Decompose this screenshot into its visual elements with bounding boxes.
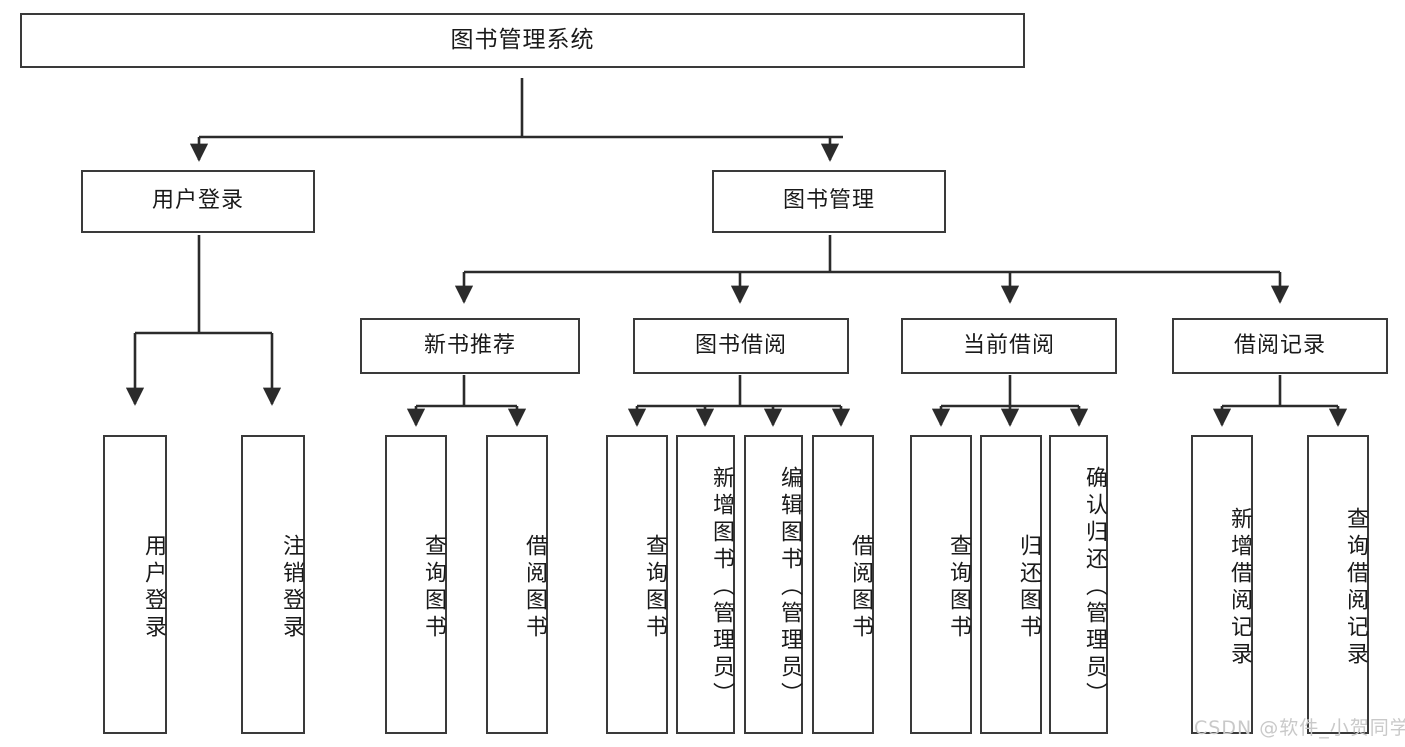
leaf-user-login-login[interactable]: 用户登录 bbox=[103, 435, 167, 734]
node-label: 图书借阅 bbox=[694, 332, 787, 358]
leaf-user-login-logout[interactable]: 注销登录 bbox=[241, 435, 305, 734]
node-label: 图书管理 bbox=[782, 188, 875, 214]
node-label: 新增借阅记录 bbox=[1227, 506, 1252, 669]
node-label: 借阅图书 bbox=[522, 533, 547, 642]
leaf-new-book-query-book[interactable]: 查询图书 bbox=[385, 435, 447, 734]
node-label: 新书推荐 bbox=[423, 332, 516, 358]
node-label: 当前借阅 bbox=[962, 332, 1055, 358]
node-label: 用户登录 bbox=[141, 533, 166, 642]
node-label: 新增图书（管理员） bbox=[709, 466, 734, 709]
leaf-borrow-record-query-record[interactable]: 查询借阅记录 bbox=[1307, 435, 1369, 734]
leaf-borrow-record-add-record[interactable]: 新增借阅记录 bbox=[1191, 435, 1253, 734]
leaf-book-borrow-add-book-admin[interactable]: 新增图书（管理员） bbox=[676, 435, 735, 734]
node-label: 编辑图书（管理员） bbox=[777, 466, 802, 709]
leaf-current-borrow-query-book[interactable]: 查询图书 bbox=[910, 435, 972, 734]
node-book-management[interactable]: 图书管理 bbox=[712, 170, 946, 233]
node-label: 查询图书 bbox=[421, 533, 446, 642]
node-label: 借阅记录 bbox=[1233, 332, 1326, 358]
node-current-borrow[interactable]: 当前借阅 bbox=[901, 318, 1117, 374]
node-root-book-management-system[interactable]: 图书管理系统 bbox=[20, 13, 1025, 68]
node-label: 查询借阅记录 bbox=[1343, 506, 1368, 669]
node-label: 注销登录 bbox=[279, 533, 304, 642]
node-label: 查询图书 bbox=[642, 533, 667, 642]
node-label: 确认归还（管理员） bbox=[1082, 466, 1107, 709]
node-label: 借阅图书 bbox=[848, 533, 873, 642]
node-new-book-recommend[interactable]: 新书推荐 bbox=[360, 318, 580, 374]
node-label: 归还图书 bbox=[1016, 533, 1041, 642]
node-user-login[interactable]: 用户登录 bbox=[81, 170, 315, 233]
csdn-watermark: CSDN @软件_小贺同学 bbox=[1194, 713, 1405, 740]
node-label: 查询图书 bbox=[946, 533, 971, 642]
leaf-new-book-borrow-book[interactable]: 借阅图书 bbox=[486, 435, 548, 734]
node-borrow-record[interactable]: 借阅记录 bbox=[1172, 318, 1388, 374]
watermark-text: CSDN @软件_小贺同学 bbox=[1194, 717, 1405, 739]
node-label: 用户登录 bbox=[151, 188, 244, 214]
leaf-current-borrow-return-book[interactable]: 归还图书 bbox=[980, 435, 1042, 734]
leaf-book-borrow-edit-book-admin[interactable]: 编辑图书（管理员） bbox=[744, 435, 803, 734]
node-book-borrow[interactable]: 图书借阅 bbox=[633, 318, 849, 374]
leaf-current-borrow-confirm-return-admin[interactable]: 确认归还（管理员） bbox=[1049, 435, 1108, 734]
node-label: 图书管理系统 bbox=[450, 26, 595, 53]
leaf-book-borrow-query-book[interactable]: 查询图书 bbox=[606, 435, 668, 734]
leaf-book-borrow-borrow-book[interactable]: 借阅图书 bbox=[812, 435, 874, 734]
